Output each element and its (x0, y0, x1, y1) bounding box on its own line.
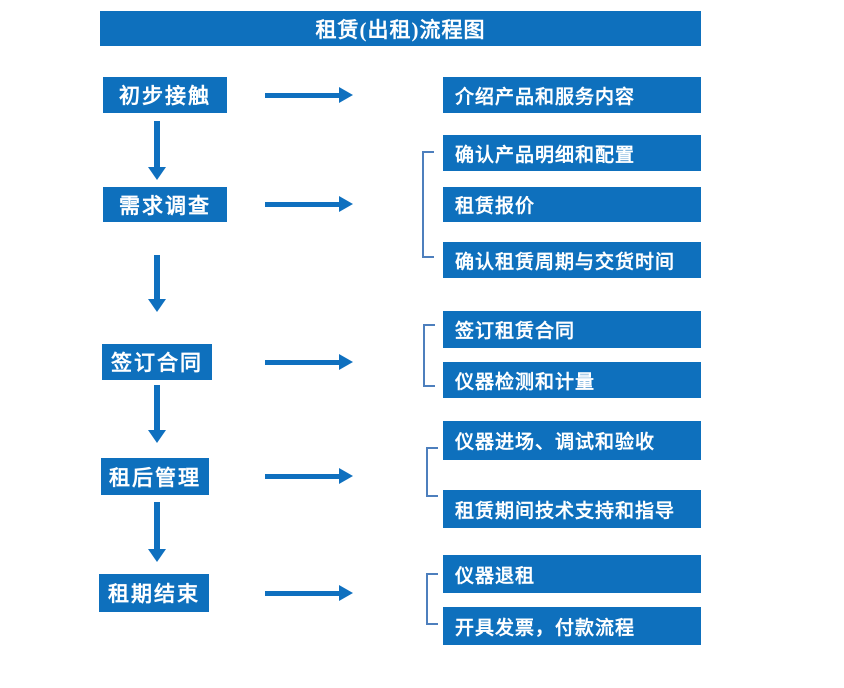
arrow-down-icon (146, 502, 168, 562)
detail-box-instrument-return: 仪器退租 (443, 555, 701, 593)
detail-box-technical-support: 租赁期间技术支持和指导 (443, 490, 701, 528)
step-box-post-rental-management: 租后管理 (101, 458, 209, 495)
bracket-icon (422, 151, 434, 258)
step-box-demand-survey: 需求调查 (103, 187, 227, 222)
bracket-icon (423, 324, 435, 387)
detail-box-introduce-products: 介绍产品和服务内容 (443, 77, 701, 113)
step-box-initial-contact: 初步接触 (103, 77, 227, 113)
arrow-down-icon (146, 121, 168, 180)
arrow-down-icon (146, 255, 168, 312)
detail-box-invoice-payment: 开具发票，付款流程 (443, 607, 701, 645)
detail-box-instrument-testing: 仪器检测和计量 (443, 362, 701, 398)
arrow-right-icon (265, 194, 353, 214)
flowchart-title: 租赁(出租)流程图 (100, 11, 701, 46)
detail-box-sign-rental-contract: 签订租赁合同 (443, 311, 701, 348)
detail-box-confirm-rental-period: 确认租赁周期与交货时间 (443, 242, 701, 278)
arrow-down-icon (146, 385, 168, 443)
detail-box-instrument-setup: 仪器进场、调试和验收 (443, 421, 701, 460)
step-box-rental-end: 租期结束 (99, 574, 209, 612)
arrow-right-icon (265, 583, 353, 603)
step-box-sign-contract: 签订合同 (102, 344, 212, 380)
arrow-right-icon (265, 352, 353, 372)
arrow-right-icon (265, 85, 353, 105)
arrow-right-icon (265, 466, 353, 486)
detail-box-confirm-product-details: 确认产品明细和配置 (443, 135, 701, 171)
bracket-icon (426, 447, 438, 497)
detail-box-rental-quote: 租赁报价 (443, 187, 701, 222)
bracket-icon (426, 573, 438, 625)
